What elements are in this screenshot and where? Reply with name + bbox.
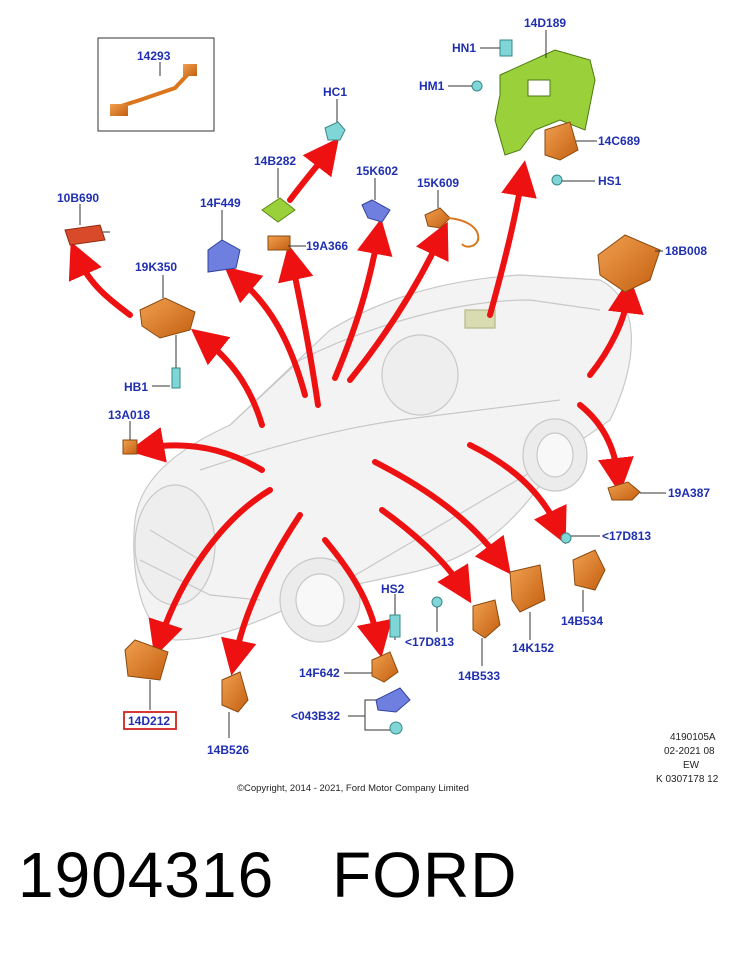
arrow-to-19A366 [278, 244, 321, 408]
part-19A366 [267, 235, 291, 251]
arrow-to-14F449 [224, 266, 308, 398]
part-15K602 [361, 199, 391, 223]
label-HN1: HN1 [452, 41, 476, 55]
arrow-to-15K609 [347, 221, 449, 383]
diagram-meta: 4190105A 02-2021 08 EW K 0307178 12 ©Cop… [237, 732, 719, 794]
arrow-to-18B008 [587, 277, 644, 378]
part-14K152 [509, 564, 546, 613]
part-10B690 [64, 224, 106, 246]
callout-arrows [68, 137, 644, 676]
label-14C689: 14C689 [598, 134, 640, 148]
part-14F449 [207, 239, 241, 273]
label-17D813-a: <17D813 [602, 529, 651, 543]
arrow-to-14D212 [148, 487, 273, 658]
label-10B690: 10B690 [57, 191, 99, 205]
part-HS2 [389, 614, 401, 638]
part-14B534 [572, 549, 606, 591]
part-14D212 [124, 639, 169, 681]
part-13A018 [122, 439, 138, 455]
part-14B526 [221, 671, 249, 713]
label-19K350: 19K350 [135, 260, 177, 274]
arrow-to-17D813a [467, 442, 567, 545]
label-14B282: 14B282 [254, 154, 296, 168]
part-14F642 [371, 651, 399, 683]
label-HB1: HB1 [124, 380, 148, 394]
meta-line1: 4190105A [670, 732, 716, 743]
label-14B534: 14B534 [561, 614, 603, 628]
arrow-to-14B533 [379, 507, 472, 604]
label-HS2: HS2 [381, 582, 405, 596]
part-HC1 [324, 121, 346, 141]
label-14K152: 14K152 [512, 641, 554, 655]
label-15K609: 15K609 [417, 176, 459, 190]
arrow-to-14K152 [372, 459, 511, 575]
parts [64, 30, 666, 738]
part-17D813a [560, 532, 572, 544]
label-19A387: 19A387 [668, 486, 710, 500]
part-labels: 14293 10B690 19K350 HB1 13A018 14F449 14… [57, 16, 710, 757]
arrow-to-15K602 [332, 218, 393, 381]
part-14C689 [544, 121, 579, 161]
arrow-to-14B526 [221, 512, 303, 676]
arrow-to-19A387 [577, 402, 634, 494]
label-13A018: 13A018 [108, 408, 150, 422]
arrow-to-10B690 [68, 241, 133, 318]
meta-line3: EW [683, 760, 700, 771]
part-19A387 [607, 481, 641, 501]
part-043B32 [375, 687, 411, 713]
arrow-to-13A018 [128, 427, 265, 473]
part-number: 1904316 [18, 839, 275, 911]
label-HS1: HS1 [598, 174, 622, 188]
label-15K602: 15K602 [356, 164, 398, 178]
label-18B008: 18B008 [665, 244, 707, 258]
label-043B32: <043B32 [291, 709, 340, 723]
part-19K350 [139, 297, 196, 339]
highlight-box [123, 711, 177, 730]
label-14F642: 14F642 [299, 666, 340, 680]
label-14D212: 14D212 [128, 714, 170, 728]
label-14B526: 14B526 [207, 743, 249, 757]
label-19A366: 19A366 [306, 239, 348, 253]
arrow-to-14D189 [487, 160, 537, 318]
label-14B533: 14B533 [458, 669, 500, 683]
part-number-banner: 1904316 FORD [18, 838, 517, 912]
part-14B282 [261, 197, 296, 223]
label-14293: 14293 [137, 49, 171, 63]
label-14F449: 14F449 [200, 196, 241, 210]
meta-line4: K 0307178 12 [656, 774, 719, 785]
brand-name: FORD [332, 839, 518, 911]
label-HC1: HC1 [323, 85, 347, 99]
part-14B533 [472, 599, 501, 639]
part-HB1 [171, 367, 181, 389]
label-14D189: 14D189 [524, 16, 566, 30]
part-14D189 [494, 49, 596, 156]
part-18B008 [597, 234, 661, 293]
inset-14293 [97, 37, 215, 132]
arrow-to-HC1 [287, 137, 339, 203]
part-15K609 [424, 207, 451, 229]
label-17D813-b: <17D813 [405, 635, 454, 649]
parts-diagram: 14293 10B690 19K350 HB1 13A018 14F449 14… [57, 16, 719, 794]
part-17D813b [431, 596, 443, 608]
part-HS1 [551, 174, 563, 186]
part-HN1 [499, 39, 513, 57]
part-HM1 [471, 80, 483, 92]
meta-line2: 02-2021 08 [664, 746, 715, 757]
arrow-to-14F642 [322, 537, 393, 658]
copyright: ©Copyright, 2014 - 2021, Ford Motor Comp… [237, 783, 469, 794]
arrow-to-19K350 [190, 328, 265, 428]
label-HM1: HM1 [419, 79, 445, 93]
